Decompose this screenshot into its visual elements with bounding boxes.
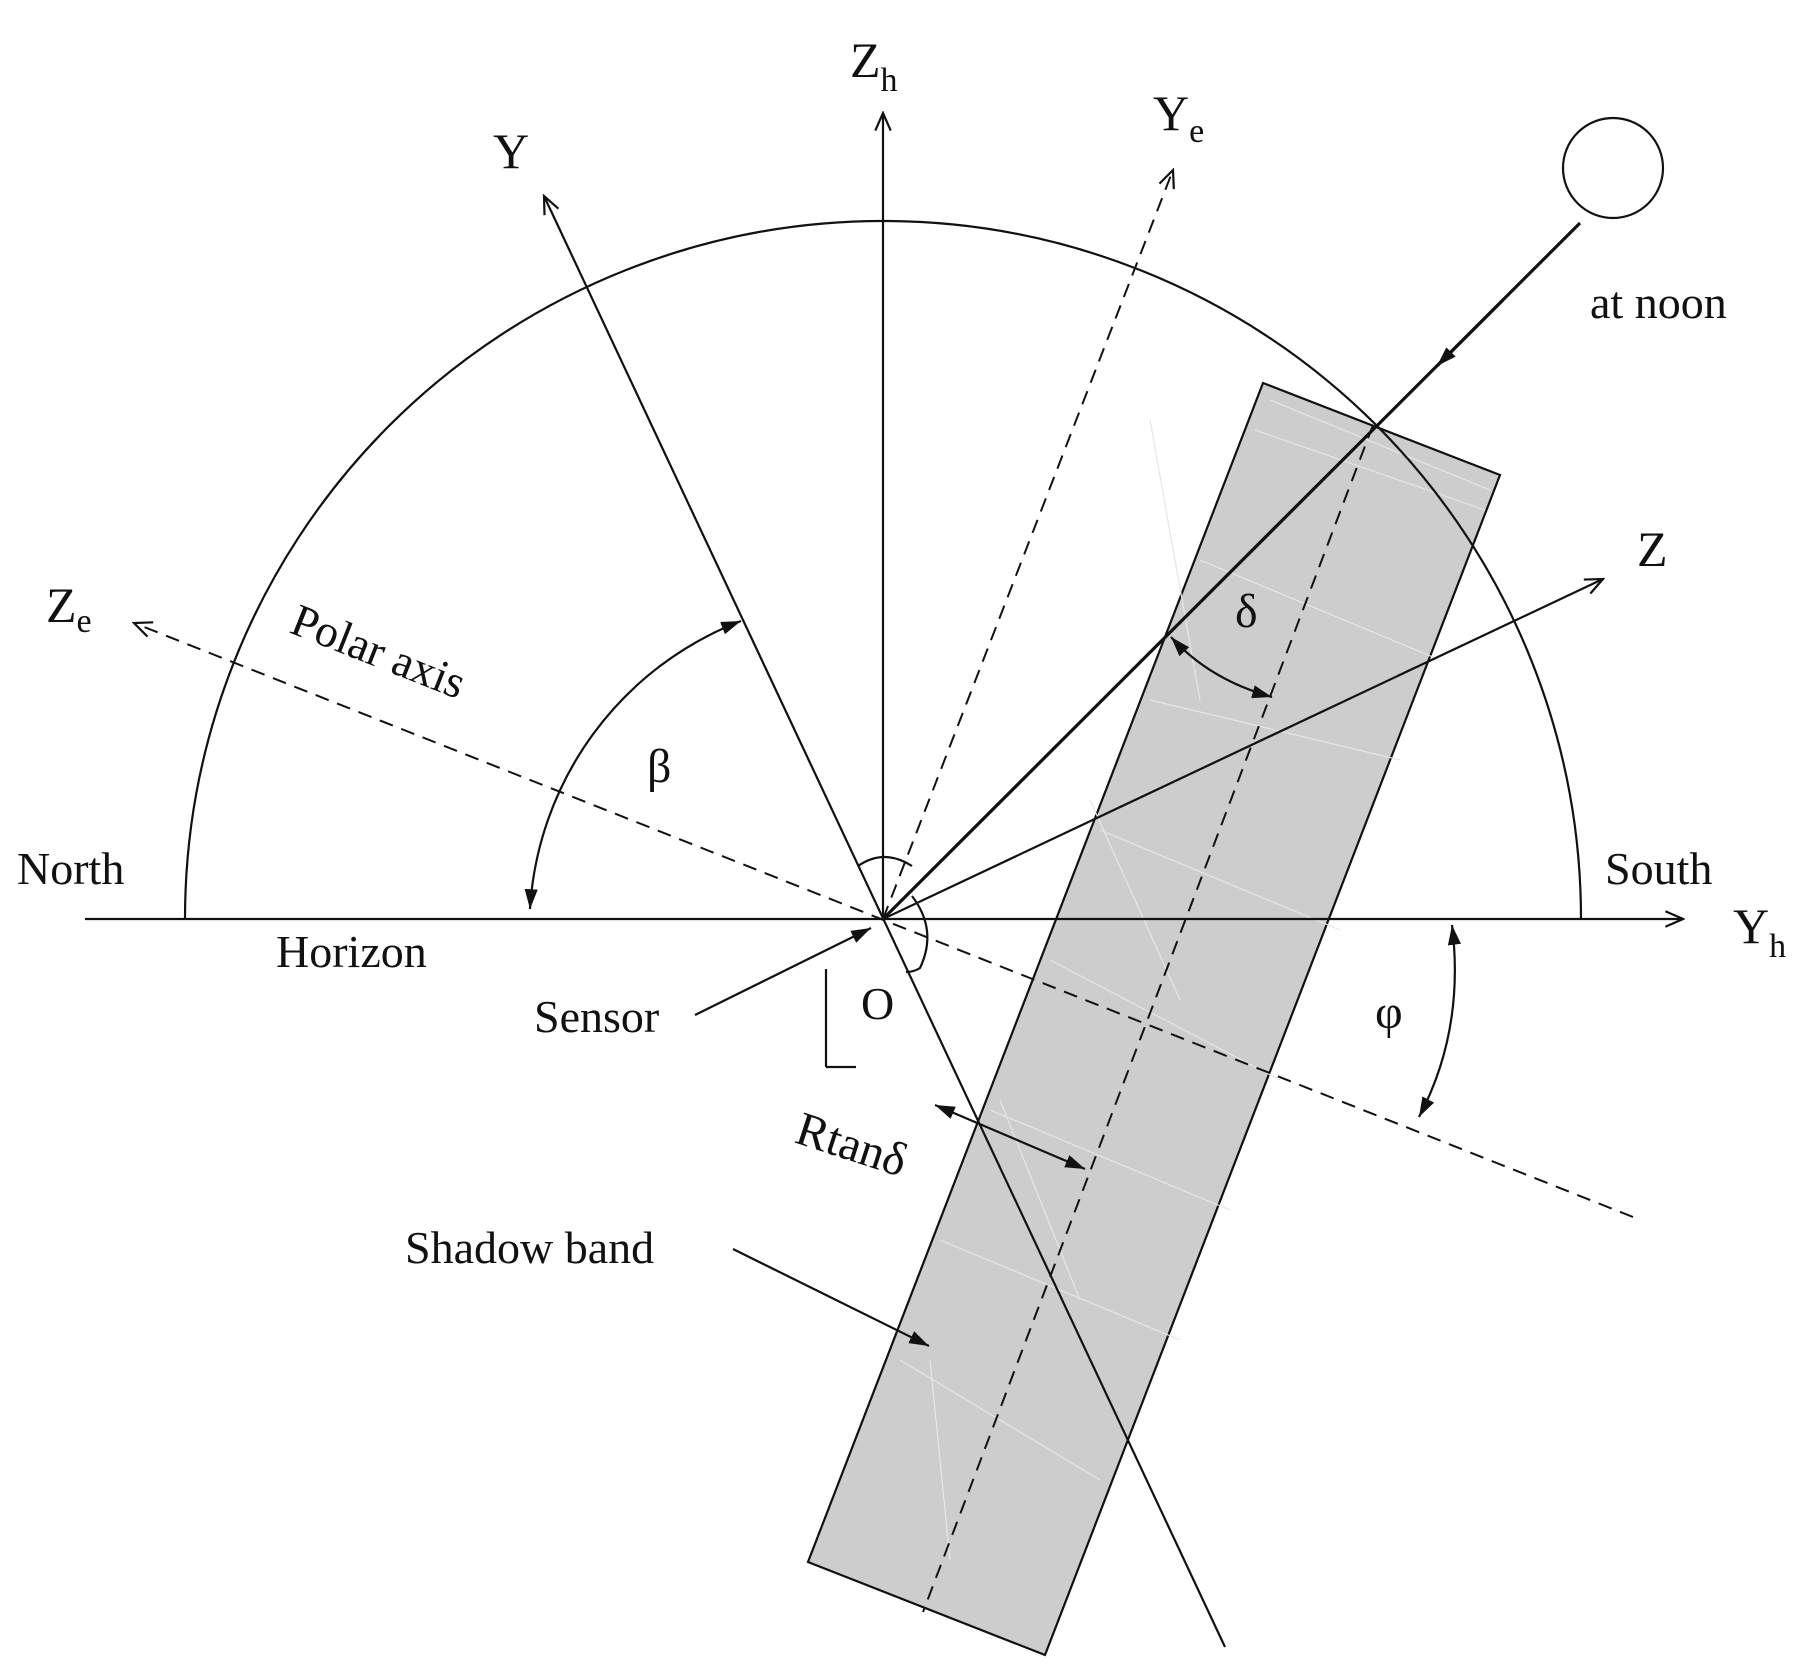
north-label: North	[17, 843, 124, 894]
sun-ray-arrow	[1435, 298, 1505, 368]
horizon-label: Horizon	[276, 926, 427, 977]
y-label: Y	[493, 123, 529, 179]
y-axis	[544, 196, 1226, 1648]
phi-angle-arc	[1418, 924, 1461, 1118]
zh-label: Zh	[850, 32, 898, 99]
z-label: Z	[1637, 521, 1668, 577]
ye-label: Ye	[1153, 85, 1204, 150]
sun-icon	[1561, 116, 1665, 220]
south-label: South	[1605, 843, 1712, 894]
shadow-band-texture	[899, 399, 1491, 1561]
rtan-dimension-arrow	[934, 1103, 1086, 1171]
sensor-label: Sensor	[534, 991, 659, 1042]
yh-label: Yh	[1733, 898, 1786, 965]
rtan-label: Rtanδ	[790, 1102, 914, 1187]
right-angle-mark-lower	[905, 895, 929, 974]
shadow-band-leader	[732, 1248, 930, 1347]
phi-label: φ	[1375, 986, 1403, 1039]
at-noon-label: at noon	[1590, 277, 1727, 328]
right-angle-mark-upper	[857, 855, 913, 867]
band-centerline	[922, 424, 1374, 1613]
delta-label: δ	[1235, 585, 1258, 638]
sensor-leader	[694, 927, 872, 1016]
polar-axis-label: Polar axis	[284, 594, 473, 709]
ze-label: Ze	[46, 577, 92, 640]
beta-angle-arc	[524, 619, 742, 910]
polar-axis-ze	[134, 623, 1634, 1218]
beta-label: β	[647, 740, 671, 793]
shadow-band-label: Shadow band	[405, 1222, 654, 1273]
delta-angle-arc	[1170, 636, 1273, 699]
z-axis	[882, 579, 1603, 920]
ye-axis	[882, 170, 1173, 920]
origin-label: O	[861, 978, 894, 1029]
